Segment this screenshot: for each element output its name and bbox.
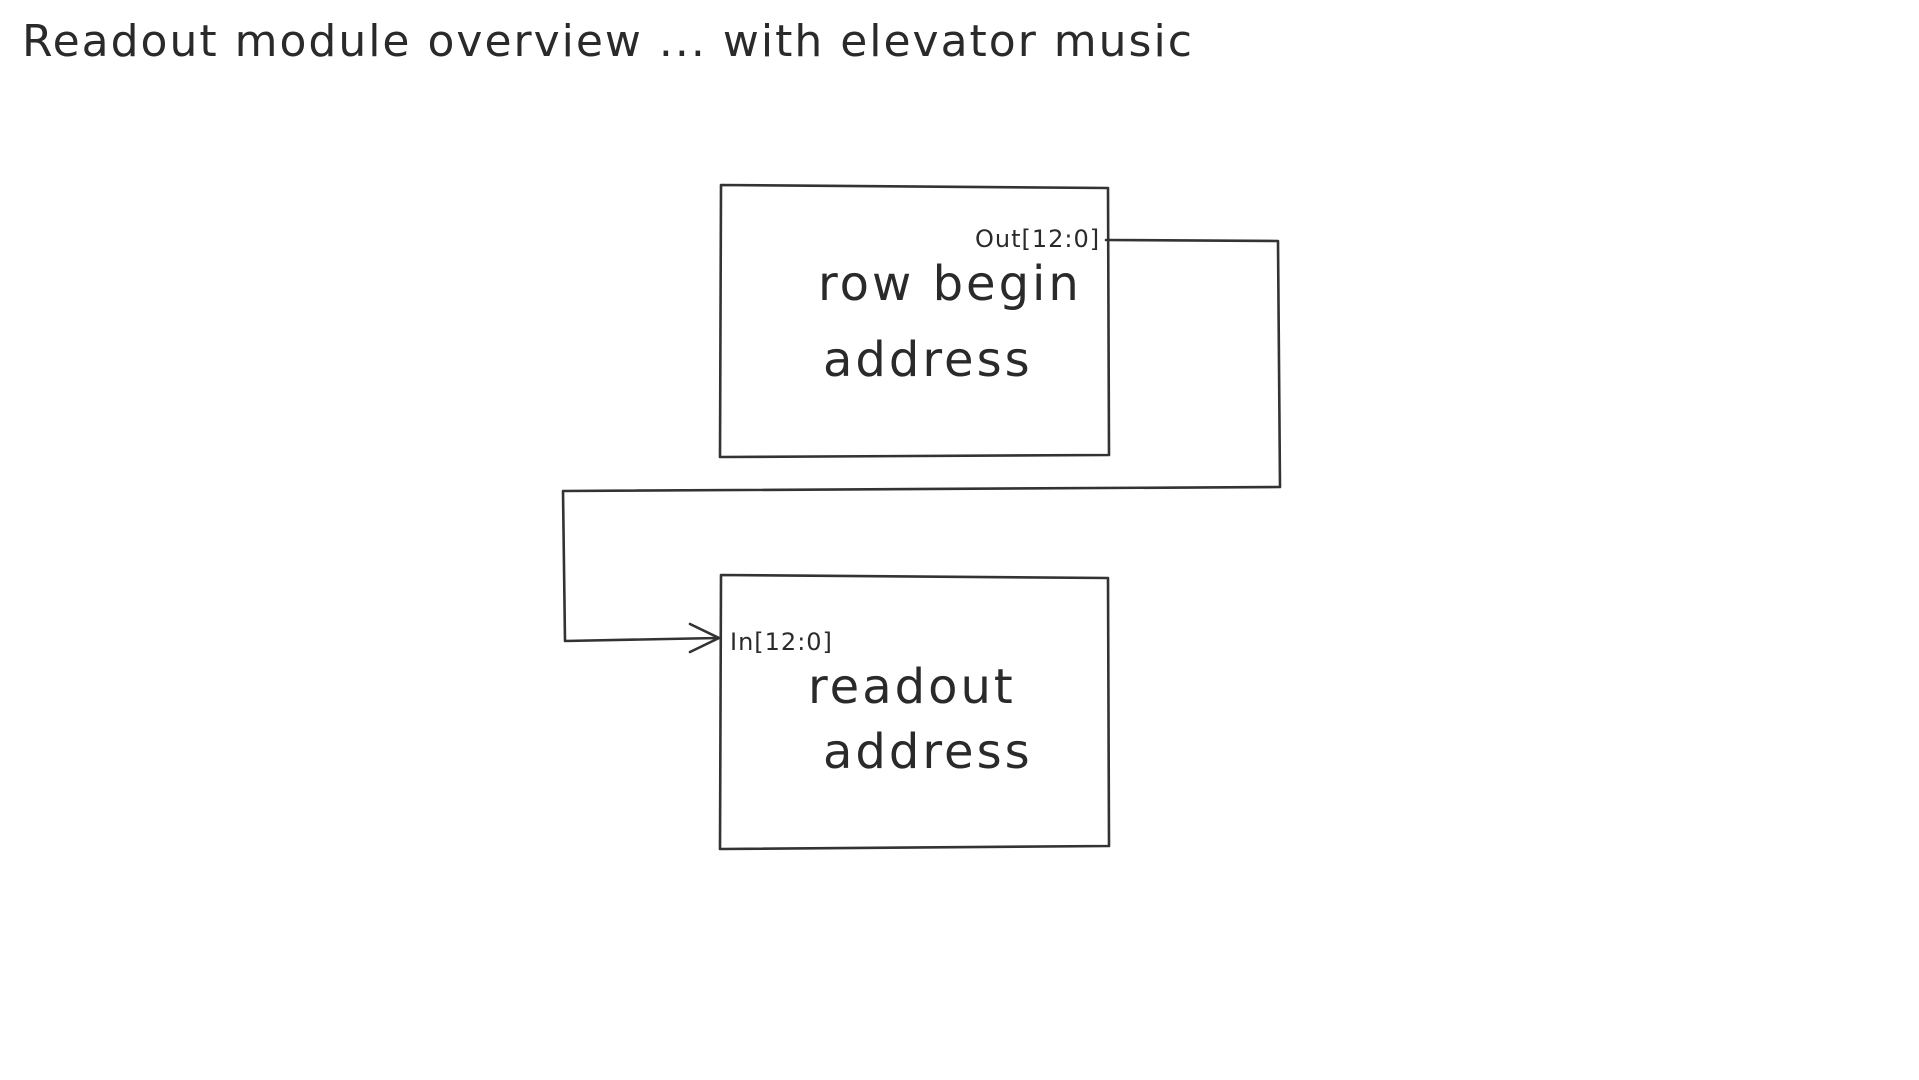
row-begin-out-port-label: Out[12:0]: [975, 225, 1100, 253]
out-to-in-connection: [561, 238, 1282, 654]
connection-wire: [561, 238, 1282, 643]
row-begin-label-line1: row begin: [818, 256, 1082, 312]
readout-label-line2: address: [823, 724, 1033, 780]
row-begin-address-box: [718, 183, 1111, 459]
row-begin-label-line2: address: [823, 332, 1033, 388]
diagram-title: Readout module overview ... with elevato…: [22, 16, 1194, 67]
readout-label-line1: readout: [808, 659, 1016, 715]
readout-address-block: In[12:0] readout address: [718, 573, 1111, 851]
row-begin-address-block: Out[12:0] row begin address: [718, 183, 1111, 459]
readout-address-box: [718, 573, 1111, 851]
readout-in-port-label: In[12:0]: [730, 628, 833, 656]
connection-arrowhead: [688, 622, 721, 654]
